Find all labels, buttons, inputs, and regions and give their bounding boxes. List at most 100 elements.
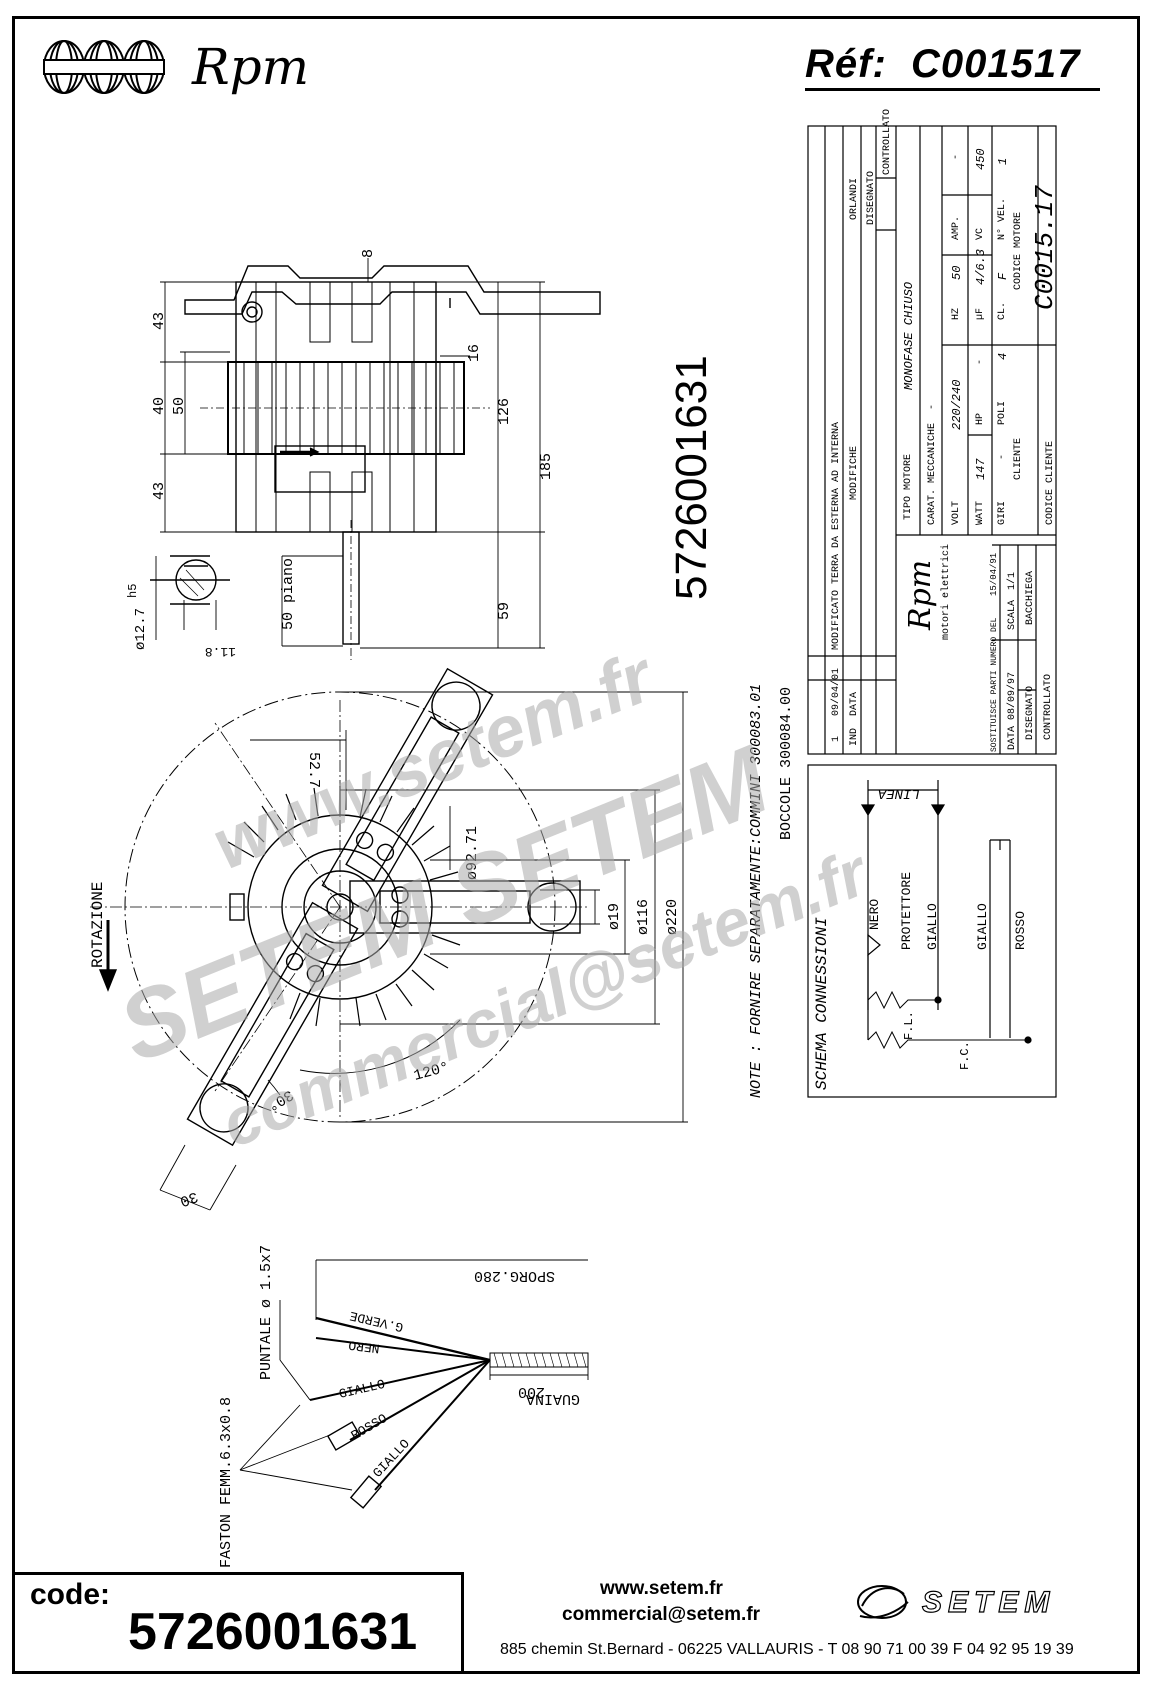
- guaina-label: GUAINA: [526, 1390, 580, 1407]
- schema-giallo-1: GIALLO: [925, 903, 940, 950]
- tb-volt-label: VOLT: [951, 501, 962, 525]
- tb-poli: 4: [996, 353, 1010, 360]
- tb-disegnato-value: BACCHIEGA: [1025, 571, 1036, 625]
- dim-19: ø19: [606, 903, 623, 930]
- tb-rev-date: 09/04/01: [830, 668, 842, 716]
- wire-giallo-2: GIALLO: [370, 1436, 413, 1481]
- tb-hz: 50: [950, 266, 964, 280]
- dim-185: 185: [538, 453, 555, 480]
- ref-value: C001517: [911, 42, 1081, 86]
- tb-watt: 147: [974, 458, 988, 480]
- tb-vc-label: VC: [975, 228, 986, 240]
- tb-codice-motore: C0015.17: [1030, 185, 1060, 310]
- dim-92-71: ø92.71: [464, 826, 481, 880]
- schema-linea: LINEA: [878, 785, 920, 801]
- setem-logo-text: SETEM: [922, 1586, 1055, 1619]
- note-line1: NOTE : FORNIRE SEPARATAMENTE:COMMINI 300…: [748, 684, 765, 1098]
- code-box: [12, 1572, 464, 1674]
- tb-data: DATA: [849, 692, 860, 716]
- tb-giri: -: [997, 454, 1008, 460]
- sporg-label: SPORG.280: [474, 1267, 555, 1284]
- dim-126: 126: [496, 398, 513, 425]
- schema-nero: NERO: [867, 899, 882, 930]
- faston-label: FASTON FEMM.6.3x0.8: [218, 1397, 235, 1568]
- tb-modifiche: MODIFICHE: [849, 446, 860, 500]
- tb-hz-label: HZ: [951, 308, 962, 320]
- tb-uf-label: µF: [975, 308, 986, 320]
- dim-220: ø220: [664, 899, 681, 935]
- tb-rev-desc: MODIFICATO TERRA DA ESTERNA AD INTERNA: [831, 422, 842, 650]
- tb-tipo-motore: MONOFASE CHIUSO: [902, 282, 916, 390]
- page-frame: [12, 16, 1140, 1674]
- tb-cl-label: CL.: [997, 302, 1008, 320]
- dim-52-7: 52.7: [305, 752, 322, 788]
- tb-controllato: CONTROLLATO: [882, 109, 893, 175]
- schema-fl: F.L.: [902, 1011, 916, 1040]
- motor-side-view: [184, 265, 601, 660]
- ref-underline: [805, 88, 1100, 91]
- tb-codice-motore-label: CODICE MOTORE: [1013, 212, 1024, 290]
- tb-nvel-label: N° VEL.: [996, 198, 1008, 240]
- tb-codice-cliente-label: CODICE CLIENTE: [1045, 441, 1056, 525]
- footer-email[interactable]: commercial@setem.fr: [562, 1604, 761, 1625]
- tb-carat: -: [927, 404, 938, 410]
- note-line2: BOCCOLE 300084.00: [778, 687, 795, 840]
- tb-cliente-label: CLIENTE: [1013, 438, 1024, 480]
- motor-front-view: [90, 667, 688, 1211]
- footer-address: 885 chemin St.Bernard - 06225 VALLAURIS …: [500, 1641, 1074, 1658]
- tb-vc: 450: [974, 148, 988, 170]
- code-label: code:: [30, 1578, 111, 1611]
- tb-watt-label: WATT: [975, 501, 986, 525]
- ref-label: Réf:: [805, 42, 887, 86]
- dim-59: 59: [496, 602, 513, 620]
- rpm-logo-text: Rpm: [191, 38, 309, 96]
- footer-website[interactable]: www.setem.fr: [600, 1578, 723, 1599]
- tb-data-value: 08/09/97: [1006, 672, 1018, 720]
- title-block: [807, 125, 1057, 755]
- rotation-label: ROTAZIONE: [89, 882, 107, 968]
- schema-fc: F.C.: [958, 1041, 972, 1070]
- dim-116: ø116: [635, 899, 652, 935]
- dim-shaft-dia: ø12.7: [133, 608, 149, 650]
- reference: Réf: C001517: [805, 42, 1080, 87]
- tb-disegnato-label: DISEGNATO: [1025, 686, 1036, 740]
- wire-rosso: ROSSO: [349, 1411, 390, 1444]
- dim-8: 8: [360, 249, 377, 258]
- tb-hp-label: HP: [975, 413, 986, 425]
- schema-rosso: ROSSO: [1013, 911, 1028, 950]
- tb-cl: F: [996, 272, 1010, 280]
- setem-logo: SETEM: [857, 1585, 1055, 1620]
- tb-carat-label: CARAT. MECCANICHE: [927, 423, 938, 525]
- wire-giallo-1: GIALLO: [338, 1377, 387, 1402]
- tb-giri-label: GIRI: [997, 501, 1008, 525]
- tb-brand-sub: motori elettrici: [940, 544, 952, 640]
- tb-nvel: 1: [996, 158, 1010, 165]
- side-dimensions: [160, 258, 545, 649]
- puntale-label: PUNTALE ø 1.5x7: [258, 1245, 275, 1380]
- tb-sostituisce-date: 15/04/91: [989, 553, 999, 596]
- tb-orlandi: ORLANDI: [849, 178, 860, 220]
- tb-amp: -: [951, 154, 962, 160]
- len-200-label: 200: [518, 1383, 545, 1400]
- dim-43-bottom: 43: [151, 482, 168, 500]
- schema-giallo-2: GIALLO: [975, 903, 990, 950]
- tb-brand: Rpm: [903, 560, 938, 631]
- dim-50: 50: [171, 397, 188, 415]
- tb-scala-label: SCALA: [1007, 600, 1018, 630]
- tb-volt: 220/240: [950, 380, 964, 430]
- tb-scala-value: 1/1: [1006, 572, 1018, 590]
- tb-poli-label: POLI: [997, 401, 1008, 425]
- dim-16: 16: [466, 344, 483, 362]
- wire-nero: NERO: [347, 1337, 380, 1356]
- tb-disegnato: DISEGNATO: [866, 171, 877, 225]
- schema-title: SCHEMA CONNESSIONI: [813, 917, 831, 1090]
- tb-rev-ind: 1: [831, 736, 842, 742]
- tb-amp-label: AMP.: [951, 216, 962, 240]
- tb-ind: IND: [849, 728, 860, 746]
- tb-data-label: DATA: [1007, 726, 1018, 750]
- tb-uf: 4/6.3: [974, 249, 988, 285]
- cable-assembly: [239, 1259, 589, 1509]
- schema-protettore: PROTETTORE: [899, 872, 914, 950]
- dim-shaft-flat: 11.8: [205, 644, 236, 659]
